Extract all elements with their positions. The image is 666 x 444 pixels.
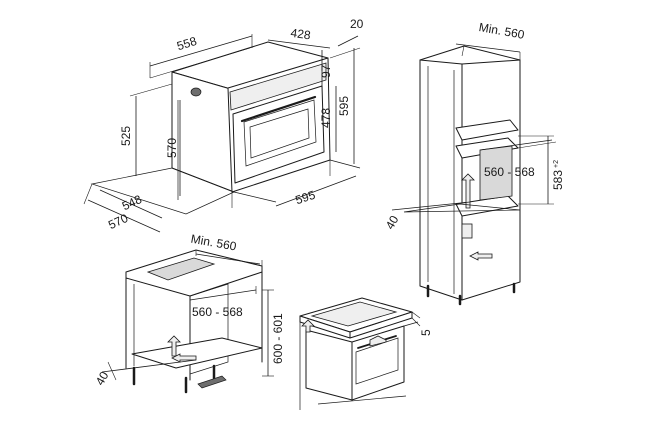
dim-width-label: 558 bbox=[175, 34, 199, 53]
tall-min-depth-label: Min. 560 bbox=[478, 20, 526, 42]
tall-niche-width-label: 560 - 568 bbox=[484, 165, 535, 179]
tall-vent-label: 40 bbox=[383, 213, 402, 232]
tall-cabinet-drawing: Min. 560 560 - 568 583 +2 40 bbox=[383, 20, 565, 306]
oven-door bbox=[232, 85, 325, 184]
dim-side-height-label: 525 bbox=[119, 126, 133, 146]
cooktop-gap-label: 5 bbox=[419, 329, 433, 336]
dim-base-depth-label: 548 bbox=[120, 192, 144, 213]
tall-niche-height-tolerance: +2 bbox=[553, 160, 560, 168]
dim-base-width-label: 570 bbox=[106, 211, 130, 232]
dim-body-height-label: 478 bbox=[319, 108, 333, 128]
under-vent-label: 40 bbox=[93, 369, 112, 388]
dim-depth-label: 428 bbox=[290, 26, 312, 43]
dim-total-height-label: 595 bbox=[337, 96, 351, 116]
cooktop-glass bbox=[310, 301, 398, 327]
under-niche-height-label: 600 - 601 bbox=[271, 313, 285, 364]
tall-niche-height-label: 583 bbox=[551, 170, 565, 190]
control-panel bbox=[229, 62, 327, 111]
under-counter-drawing: Min. 560 560 - 568 600 - 601 40 bbox=[93, 232, 285, 394]
dim-gap-label: 20 bbox=[350, 17, 364, 31]
oven-drawing: 558 428 20 97 478 595 525 570 595 548 57… bbox=[83, 17, 364, 233]
dim-panel-label: 97 bbox=[319, 64, 333, 78]
cooktop-install-drawing: 5 bbox=[299, 297, 433, 410]
dim-inner-height-label: 570 bbox=[165, 138, 179, 158]
under-niche-width-label: 560 - 568 bbox=[192, 305, 243, 319]
dim-front-width-label: 595 bbox=[294, 188, 318, 208]
oven-knob bbox=[190, 87, 202, 97]
